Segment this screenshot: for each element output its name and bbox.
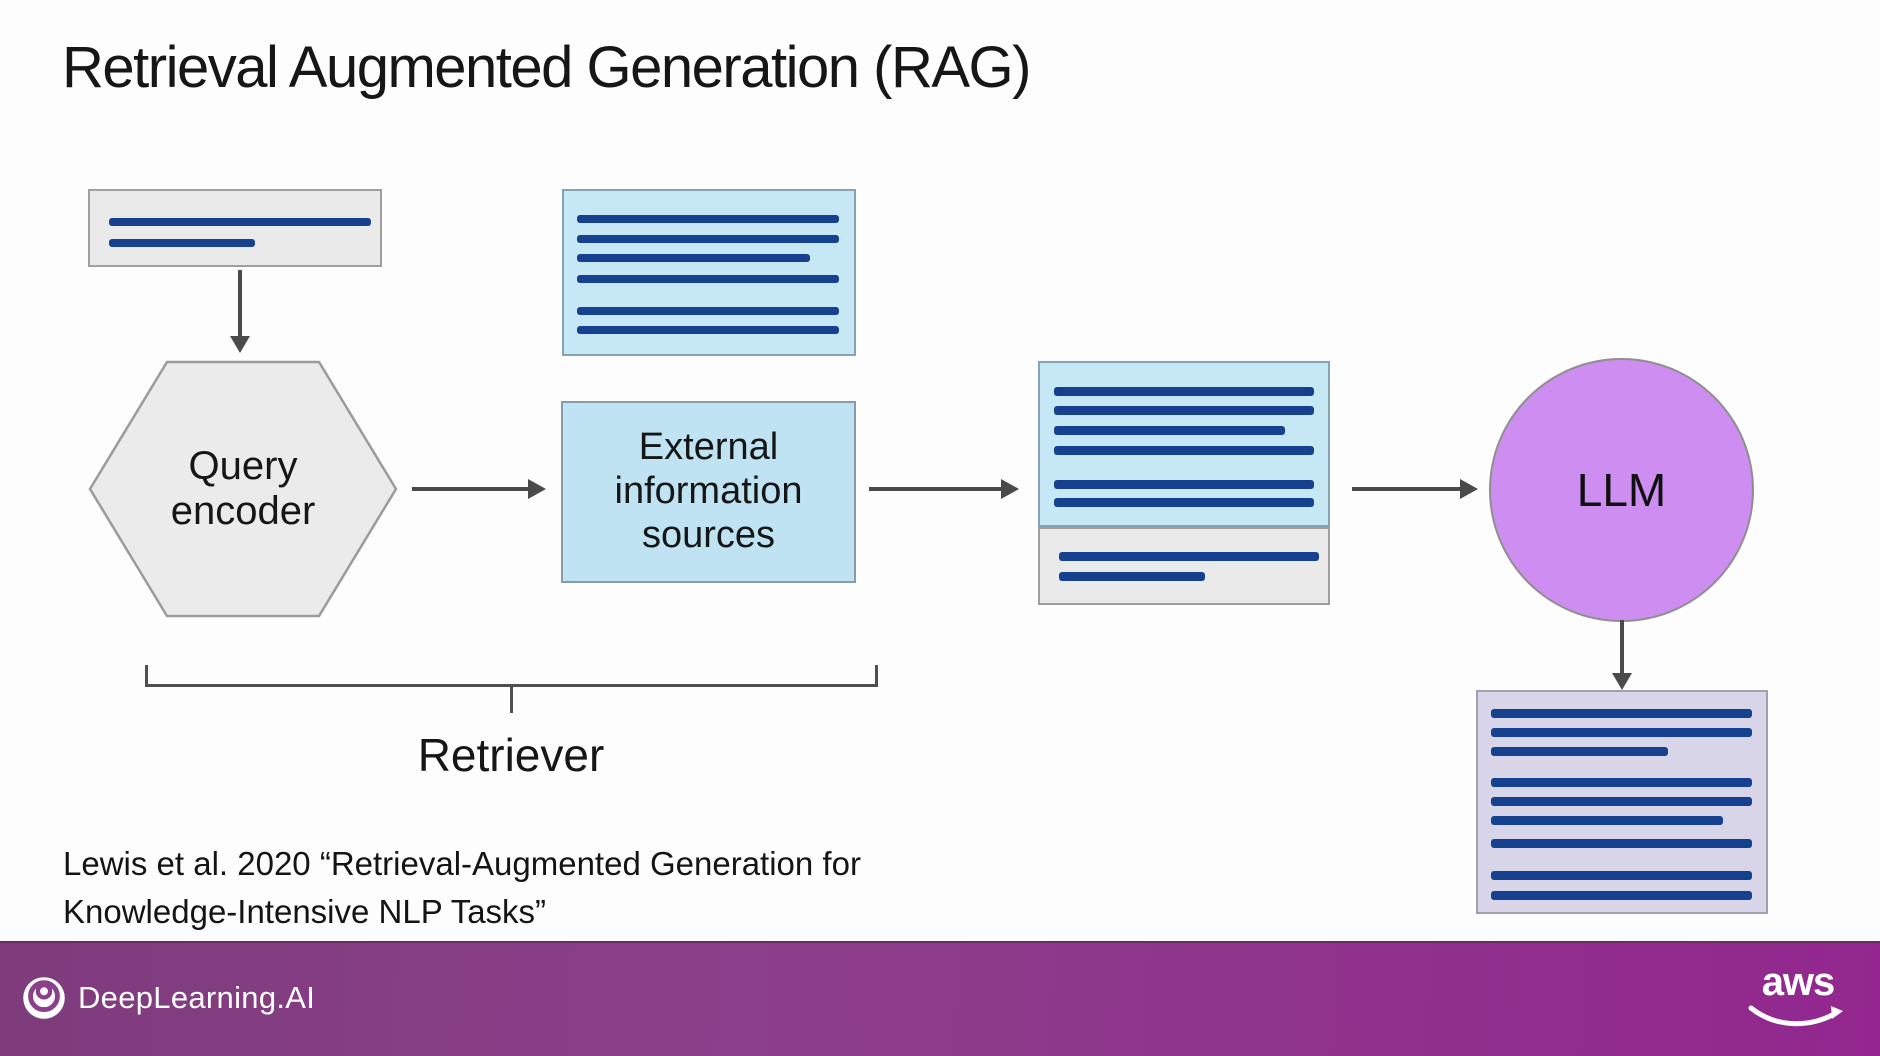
doc-text-line xyxy=(1054,498,1314,507)
doc-text-line xyxy=(1491,891,1752,900)
doc-text-line xyxy=(577,307,839,315)
arrow-llm-to-answer xyxy=(1612,620,1632,690)
aws-logo: aws xyxy=(1748,962,1848,1030)
arrow-retrieved-to-llm xyxy=(1352,479,1478,499)
doc-text-line xyxy=(109,218,371,226)
arrow-shaft xyxy=(869,487,1003,491)
citation-line-2: Knowledge-Intensive NLP Tasks” xyxy=(63,892,547,930)
doc-text-line xyxy=(1491,709,1752,718)
retrieved-query-snippet xyxy=(1038,527,1330,605)
doc-text-line xyxy=(1491,871,1752,880)
arrow-head xyxy=(1612,673,1632,690)
retriever-label: Retriever xyxy=(417,729,605,781)
arrow-head xyxy=(1460,479,1478,499)
doc-text-line xyxy=(109,239,255,247)
retriever-bracket-right-tick xyxy=(875,665,878,687)
sources-document xyxy=(562,189,856,356)
arrow-encoder-to-sources xyxy=(412,479,546,499)
doc-text-line xyxy=(577,326,839,334)
external-sources-node: External information sources xyxy=(561,401,856,583)
answer-document xyxy=(1476,690,1768,914)
doc-text-line xyxy=(577,275,839,283)
doc-text-line xyxy=(1054,406,1314,415)
arrow-head xyxy=(230,336,250,353)
query-encoder-label: Query encoder xyxy=(170,444,316,533)
doc-text-line xyxy=(1491,728,1752,737)
footer-bar xyxy=(0,941,1880,1056)
arrow-head xyxy=(1001,479,1019,499)
arrow-shaft xyxy=(1620,620,1624,673)
doc-text-line xyxy=(1491,816,1723,825)
doc-text-line xyxy=(1059,552,1319,561)
aws-smile-icon xyxy=(1748,1005,1843,1027)
doc-text-line xyxy=(577,254,810,262)
retrieved-document xyxy=(1038,361,1330,527)
doc-text-line xyxy=(1054,426,1285,435)
llm-label: LLM xyxy=(1576,464,1667,516)
doc-text-line xyxy=(1054,480,1314,489)
doc-text-line xyxy=(577,235,839,243)
doc-text-line xyxy=(1491,797,1752,806)
doc-text-line xyxy=(1059,572,1205,581)
llm-node: LLM xyxy=(1489,358,1754,622)
arrow-shaft xyxy=(1352,487,1462,491)
doc-text-line xyxy=(1054,387,1314,396)
doc-text-line xyxy=(1491,839,1752,848)
doc-text-line xyxy=(1054,446,1314,455)
arrow-query-to-encoder xyxy=(230,270,250,354)
doc-text-line xyxy=(1491,747,1668,756)
query-encoder-node: Query encoder xyxy=(88,360,398,618)
slide-title: Retrieval Augmented Generation (RAG) xyxy=(62,35,1031,100)
hexagon-shape xyxy=(88,360,398,618)
arrow-sources-to-retrieved xyxy=(869,479,1019,499)
deeplearning-logo-icon xyxy=(23,977,65,1019)
retriever-bracket-center-tick xyxy=(510,684,513,713)
doc-text-line xyxy=(577,215,839,223)
arrow-head xyxy=(528,479,546,499)
query-document xyxy=(88,189,382,267)
arrow-shaft xyxy=(412,487,530,491)
deeplearning-brand: DeepLearning.AI xyxy=(22,976,315,1020)
deeplearning-brand-text: DeepLearning.AI xyxy=(78,980,316,1015)
citation-line-1: Lewis et al. 2020 “Retrieval-Augmented G… xyxy=(63,845,861,882)
arrow-shaft xyxy=(238,270,242,336)
citation: Lewis et al. 2020 “Retrieval-Augmented G… xyxy=(63,840,861,936)
retriever-bracket-left-tick xyxy=(145,665,148,687)
aws-logo-text: aws xyxy=(1761,960,1836,1004)
doc-text-line xyxy=(1491,778,1752,787)
